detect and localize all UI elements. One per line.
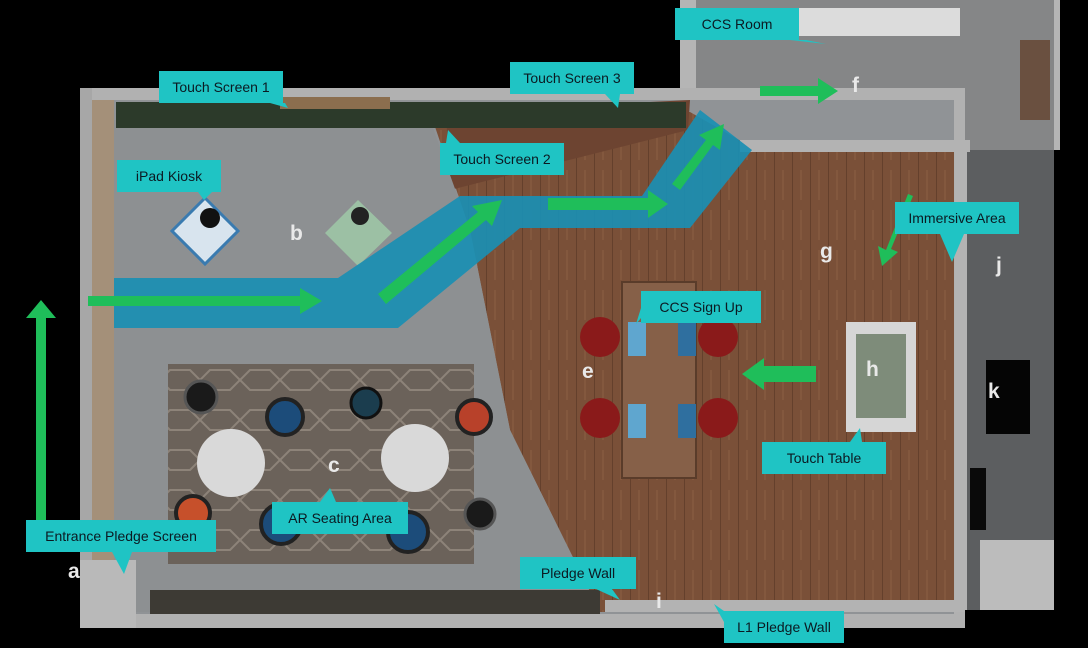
callout-touch-screen-2[interactable]: Touch Screen 2 xyxy=(440,143,564,175)
callout-immersive-area[interactable]: Immersive Area xyxy=(895,202,1019,234)
callout-ccs-sign-up[interactable]: CCS Sign Up xyxy=(641,291,761,323)
zone-letter-c: c xyxy=(328,454,340,477)
zone-letter-h: h xyxy=(866,358,879,381)
touch-table-object xyxy=(846,322,916,432)
callout-ipad-kiosk[interactable]: iPad Kiosk xyxy=(117,160,221,192)
ipad-kiosk-object xyxy=(169,195,392,267)
callout-touch-screen-1[interactable]: Touch Screen 1 xyxy=(159,71,283,103)
main-hall xyxy=(80,88,970,628)
zone-letter-e: e xyxy=(582,360,594,383)
top-planting xyxy=(116,97,686,128)
callout-entrance-pledge-screen[interactable]: Entrance Pledge Screen xyxy=(26,520,216,552)
visitor-path xyxy=(114,110,752,328)
zone-letter-i: i xyxy=(656,590,662,613)
zone-letter-f: f xyxy=(852,74,859,97)
callout-l1-pledge-wall[interactable]: L1 Pledge Wall xyxy=(724,611,844,643)
zone-letter-j: j xyxy=(996,254,1002,277)
zone-letter-a: a xyxy=(68,560,80,583)
callout-touch-table[interactable]: Touch Table xyxy=(762,442,886,474)
round-table xyxy=(381,424,449,492)
callout-touch-screen-3[interactable]: Touch Screen 3 xyxy=(510,62,634,94)
callout-ccs-room[interactable]: CCS Room xyxy=(675,8,799,40)
direction-arrows xyxy=(26,78,913,520)
zone-letter-k: k xyxy=(988,380,1000,403)
callout-ar-seating-area[interactable]: AR Seating Area xyxy=(272,502,408,534)
round-table xyxy=(197,429,265,497)
zone-letter-b: b xyxy=(290,222,303,245)
zone-k-screen xyxy=(986,360,1030,434)
callout-pledge-wall[interactable]: Pledge Wall xyxy=(520,557,636,589)
zone-letter-g: g xyxy=(820,240,833,263)
